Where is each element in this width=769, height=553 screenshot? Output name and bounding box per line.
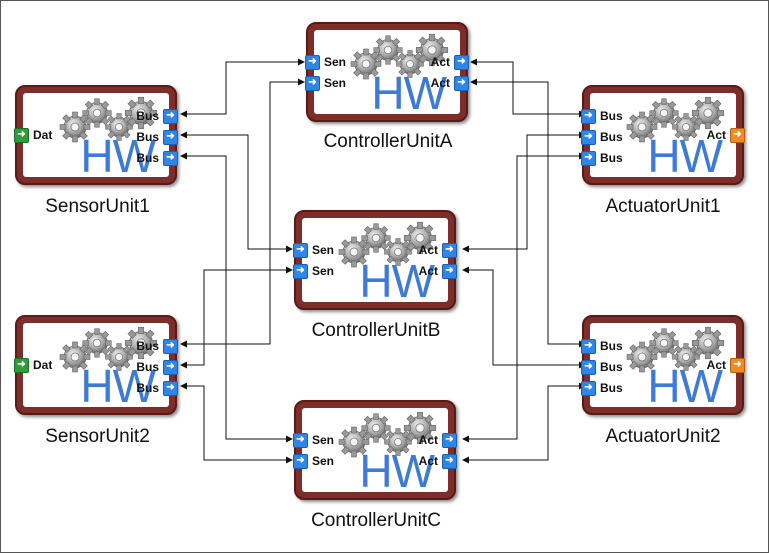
hw-label: HW xyxy=(80,130,156,177)
port-bus-1[interactable]: ➜ Bus xyxy=(136,108,178,124)
sensor-unit-1-block[interactable]: HW ➜ Dat ➜ Bus ➜ Bus ➜ Bus xyxy=(14,85,178,185)
port-act-1[interactable]: ➜ Act xyxy=(431,54,469,70)
port-sen-2[interactable]: ➜ Sen xyxy=(305,75,346,91)
arrow-right-icon: ➜ xyxy=(163,150,178,166)
wire-cb-act2-a2-bus2 xyxy=(462,266,586,369)
controller-unit-c-body: HW xyxy=(302,408,448,492)
port-bus-2[interactable]: ➜ Bus xyxy=(581,129,623,145)
controller-unit-b-body: HW xyxy=(302,218,448,302)
arrow-right-icon: ➜ xyxy=(581,359,596,375)
arrow-right-icon: ➜ xyxy=(293,453,308,469)
arrow-right-icon: ➜ xyxy=(730,357,745,373)
port-sen-1[interactable]: ➜ Sen xyxy=(293,432,334,448)
controller-unit-a-block[interactable]: HW ➜ Sen ➜ Sen ➜ Act ➜ Act xyxy=(305,22,469,122)
actuator-unit-2-block[interactable]: HW ➜ Bus ➜ Bus ➜ Bus ➜ Act xyxy=(581,315,745,415)
actuator-unit-2-name: ActuatorUnit2 xyxy=(605,426,721,447)
port-act-2[interactable]: ➜ Act xyxy=(419,453,457,469)
port-bus-3[interactable]: ➜ Bus xyxy=(581,150,623,166)
arrow-right-icon: ➜ xyxy=(730,127,745,143)
port-bus-2[interactable]: ➜ Bus xyxy=(136,359,178,375)
wire-cc-act2-a2-bus3 xyxy=(462,382,586,464)
wire-cc-act1-a1-bus3 xyxy=(462,152,586,443)
port-sen-1[interactable]: ➜ Sen xyxy=(293,242,334,258)
wire-s2-bus2-cb-sen2 xyxy=(180,266,293,369)
controller-unit-b-name: ControllerUnitB xyxy=(311,320,441,341)
hw-label: HW xyxy=(371,67,447,114)
port-act-2[interactable]: ➜ Act xyxy=(431,75,469,91)
port-bus-1[interactable]: ➜ Bus xyxy=(581,108,623,124)
wire-s1-bus1-ca-sen1 xyxy=(180,58,305,118)
port-dat[interactable]: ➜ Dat xyxy=(14,127,52,143)
arrow-right-icon: ➜ xyxy=(442,453,457,469)
actuator-unit-1-block[interactable]: HW ➜ Bus ➜ Bus ➜ Bus ➜ Act xyxy=(581,85,745,185)
arrow-right-icon: ➜ xyxy=(581,380,596,396)
hw-label: HW xyxy=(647,360,723,407)
sensor-unit-1-name: SensorUnit1 xyxy=(45,196,150,217)
actuator-unit-1-body: HW xyxy=(590,93,736,177)
port-bus-1[interactable]: ➜ Bus xyxy=(136,338,178,354)
sensor-unit-2-body: HW xyxy=(23,323,169,407)
wire-s1-bus3-cc-sen1 xyxy=(180,152,293,443)
wire-ca-act1-a1-bus1 xyxy=(470,58,586,118)
arrow-right-icon: ➜ xyxy=(581,129,596,145)
port-act[interactable]: ➜ Act xyxy=(707,127,745,143)
sensor-unit-2-block[interactable]: HW ➜ Dat ➜ Bus ➜ Bus ➜ Bus xyxy=(14,315,178,415)
arrow-right-icon: ➜ xyxy=(442,263,457,279)
arrow-right-icon: ➜ xyxy=(581,108,596,124)
arrow-right-icon: ➜ xyxy=(163,380,178,396)
controller-unit-a-body: HW xyxy=(314,30,460,114)
controller-unit-c-name: ControllerUnitC xyxy=(311,510,441,531)
port-sen-2[interactable]: ➜ Sen xyxy=(293,453,334,469)
wire-ca-act2-a2-bus1 xyxy=(470,78,586,348)
wire-s2-bus1-ca-sen2 xyxy=(180,78,305,348)
port-act-1[interactable]: ➜ Act xyxy=(419,242,457,258)
hw-label: HW xyxy=(359,445,435,492)
arrow-right-icon: ➜ xyxy=(454,75,469,91)
wire-cb-act1-a1-bus2 xyxy=(462,131,586,253)
port-bus-2[interactable]: ➜ Bus xyxy=(581,359,623,375)
hw-label: HW xyxy=(80,360,156,407)
arrow-right-icon: ➜ xyxy=(305,54,320,70)
actuator-unit-1-name: ActuatorUnit1 xyxy=(605,196,721,217)
arrow-right-icon: ➜ xyxy=(163,129,178,145)
port-bus-3[interactable]: ➜ Bus xyxy=(136,150,178,166)
hw-label: HW xyxy=(359,255,435,302)
arrow-right-icon: ➜ xyxy=(14,357,29,373)
arrow-right-icon: ➜ xyxy=(14,127,29,143)
port-act[interactable]: ➜ Act xyxy=(707,357,745,373)
port-dat[interactable]: ➜ Dat xyxy=(14,357,52,373)
sensor-unit-2-name: SensorUnit2 xyxy=(45,426,150,447)
wire-s1-bus2-cb-sen1 xyxy=(180,131,293,253)
arrow-right-icon: ➜ xyxy=(293,242,308,258)
hw-label: HW xyxy=(647,130,723,177)
arrow-right-icon: ➜ xyxy=(581,150,596,166)
controller-unit-a-name: ControllerUnitA xyxy=(323,131,453,152)
actuator-unit-2-body: HW xyxy=(590,323,736,407)
controller-unit-b-block[interactable]: HW ➜ Sen ➜ Sen ➜ Act ➜ Act xyxy=(293,210,457,310)
sensor-unit-1-body: HW xyxy=(23,93,169,177)
port-sen-2[interactable]: ➜ Sen xyxy=(293,263,334,279)
arrow-right-icon: ➜ xyxy=(293,432,308,448)
port-act-2[interactable]: ➜ Act xyxy=(419,263,457,279)
port-bus-3[interactable]: ➜ Bus xyxy=(136,380,178,396)
port-bus-2[interactable]: ➜ Bus xyxy=(136,129,178,145)
arrow-right-icon: ➜ xyxy=(293,263,308,279)
arrow-right-icon: ➜ xyxy=(454,54,469,70)
port-bus-1[interactable]: ➜ Bus xyxy=(581,338,623,354)
arrow-right-icon: ➜ xyxy=(163,108,178,124)
arrow-right-icon: ➜ xyxy=(442,242,457,258)
arrow-right-icon: ➜ xyxy=(163,359,178,375)
arrow-right-icon: ➜ xyxy=(442,432,457,448)
port-bus-3[interactable]: ➜ Bus xyxy=(581,380,623,396)
arrow-right-icon: ➜ xyxy=(163,338,178,354)
port-sen-1[interactable]: ➜ Sen xyxy=(305,54,346,70)
controller-unit-c-block[interactable]: HW ➜ Sen ➜ Sen ➜ Act ➜ Act xyxy=(293,400,457,500)
arrow-right-icon: ➜ xyxy=(581,338,596,354)
port-act-1[interactable]: ➜ Act xyxy=(419,432,457,448)
arrow-right-icon: ➜ xyxy=(305,75,320,91)
wire-s2-bus3-cc-sen2 xyxy=(180,382,293,464)
